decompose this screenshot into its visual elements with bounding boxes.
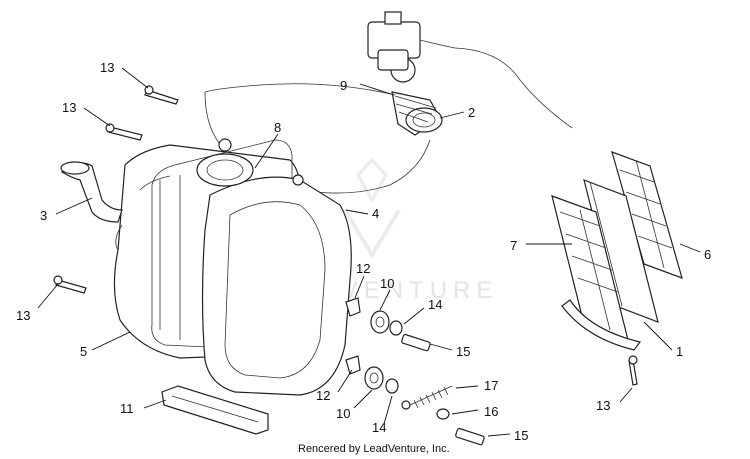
callout-15-lower: 15 [514, 428, 528, 443]
callout-2: 2 [468, 105, 475, 120]
watermark-logo [343, 157, 401, 259]
callout-9: 9 [340, 78, 347, 93]
callout-13-top: 13 [100, 60, 114, 75]
callout-14-lower: 14 [372, 420, 386, 435]
flat-gasket-slot [171, 395, 259, 423]
intake-boot [391, 91, 443, 136]
callout-4: 4 [372, 206, 379, 221]
callout-16: 16 [484, 404, 498, 419]
mount-hardware-upper [345, 297, 431, 352]
callout-17: 17 [484, 378, 498, 393]
callout-10-lower: 10 [336, 406, 350, 421]
callout-1: 1 [676, 344, 683, 359]
intake-horn [60, 161, 123, 223]
callout-8: 8 [274, 120, 281, 135]
screw-left [53, 275, 87, 294]
screw-second [105, 123, 143, 141]
screw-top [144, 85, 179, 105]
screw-bottom-right [628, 355, 638, 386]
render-credit: Rencered by LeadVenture, Inc. [298, 443, 450, 455]
callout-15-upper: 15 [456, 344, 470, 359]
callout-13-bottom: 13 [596, 398, 610, 413]
callout-13-left: 13 [16, 308, 30, 323]
callout-12-lower: 12 [316, 388, 330, 403]
leader-lines [37, 67, 701, 437]
callout-13-second: 13 [62, 100, 76, 115]
callout-12-upper: 12 [356, 261, 370, 276]
lower-bolt [455, 427, 485, 446]
spring [401, 385, 453, 410]
callout-6: 6 [704, 247, 711, 262]
callout-5: 5 [80, 344, 87, 359]
mount-hardware-lower [345, 355, 399, 394]
carburetor [367, 11, 456, 83]
airbox-cover [196, 138, 352, 396]
filter-frame [551, 195, 642, 351]
flat-gasket [161, 385, 269, 435]
callout-10-upper: 10 [380, 276, 394, 291]
throttle-cable [454, 47, 573, 129]
callout-7: 7 [510, 238, 517, 253]
callout-3: 3 [40, 208, 47, 223]
washer [436, 408, 450, 420]
callout-14-upper: 14 [428, 297, 442, 312]
callout-11: 11 [120, 401, 134, 416]
